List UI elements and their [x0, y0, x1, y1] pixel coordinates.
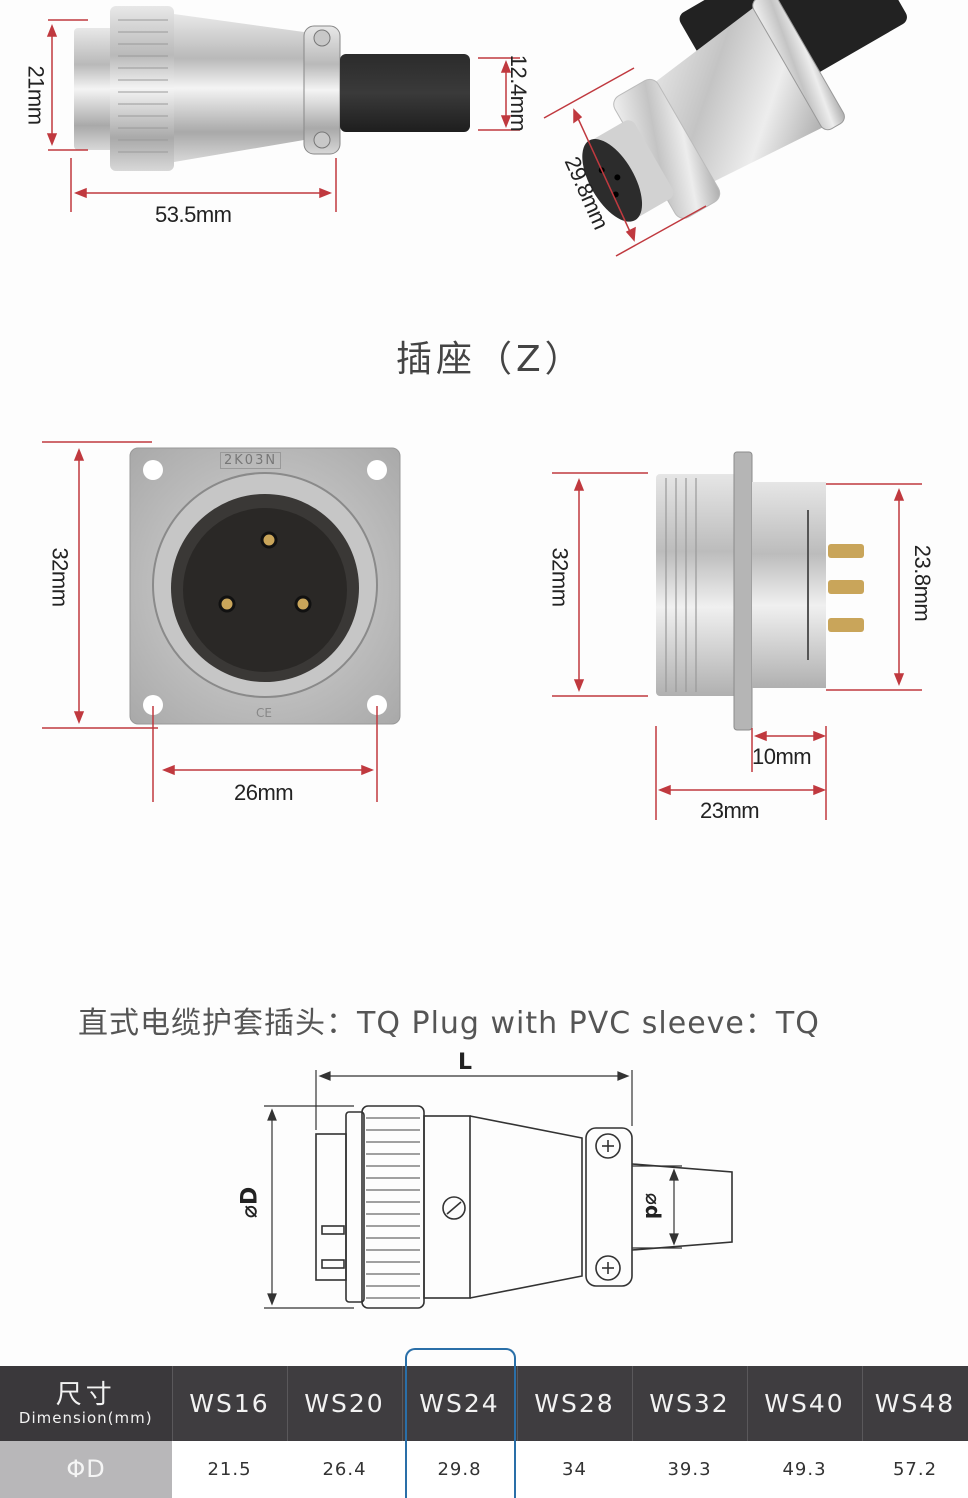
socket-front-view: 2K03N CE 32mm 26mm — [0, 430, 480, 830]
cable-diameter-label: 12.4mm — [506, 54, 532, 132]
column-header-ws32: WS32 — [632, 1366, 748, 1441]
dimension-table: 尺寸 Dimension(mm) WS16 WS20 WS24 WS28 WS3… — [0, 1366, 968, 1498]
outer-diameter-symbol: ⌀D — [237, 1186, 263, 1219]
rear-length-label: 10mm — [752, 744, 812, 769]
table-header-row: 尺寸 Dimension(mm) WS16 WS20 WS24 WS28 WS3… — [0, 1366, 968, 1441]
table-cell: 39.3 — [632, 1441, 747, 1498]
table-row: ΦD 21.5 26.4 29.8 34 39.3 49.3 57.2 — [0, 1441, 968, 1498]
socket-section-title: 插座（Z） — [396, 339, 585, 380]
dimension-header-cell: 尺寸 Dimension(mm) — [0, 1366, 173, 1441]
table-cell: 49.3 — [747, 1441, 862, 1498]
plug-side-illustration — [46, 6, 520, 212]
socket-side-height-label: 32mm — [547, 547, 573, 607]
column-header-ws48: WS48 — [862, 1366, 968, 1441]
table-cell: 29.8 — [402, 1441, 517, 1498]
plug-line-drawing: L ⌀D ⌀d — [230, 1050, 750, 1320]
column-header-ws16: WS16 — [172, 1366, 288, 1441]
column-header-ws40: WS40 — [747, 1366, 863, 1441]
plug-technical-drawing — [264, 1070, 733, 1309]
table-cell: 57.2 — [862, 1441, 968, 1498]
total-length-label: 23mm — [700, 798, 760, 823]
ce-mark: CE — [256, 706, 272, 720]
dimension-header-en: Dimension(mm) — [18, 1408, 153, 1427]
length-symbol: L — [458, 1050, 473, 1075]
socket-side-illustration — [552, 451, 922, 820]
cable-diameter-symbol: ⌀d — [641, 1192, 666, 1220]
flange-marking: 2K03N — [220, 452, 282, 469]
table-cell: 21.5 — [172, 1441, 287, 1498]
socket-front-illustration — [42, 441, 401, 802]
socket-side-view: 32mm 23.8mm 10mm 23mm — [530, 440, 950, 840]
plug-diameter-label: 21mm — [23, 65, 49, 125]
dimension-header-zh: 尺寸 — [55, 1379, 116, 1410]
plug-side-photo: 21mm 53.5mm — [0, 0, 520, 260]
column-header-ws24: WS24 — [402, 1366, 518, 1441]
table-cell: 26.4 — [287, 1441, 402, 1498]
plug-section-title: 直式电缆护套插头：TQ Plug with PVC sleeve：TQ — [78, 1006, 820, 1041]
column-header-ws28: WS28 — [517, 1366, 633, 1441]
plug-angled-photo: 12.4mm 29.8mm — [484, 0, 968, 270]
hole-spacing-label: 26mm — [234, 780, 294, 805]
socket-front-height-label: 32mm — [47, 547, 73, 607]
rear-diameter-label: 23.8mm — [910, 544, 936, 622]
column-header-ws20: WS20 — [287, 1366, 403, 1441]
plug-length-label: 53.5mm — [155, 202, 232, 227]
row-label-phi-d: ΦD — [0, 1441, 172, 1498]
table-cell: 34 — [517, 1441, 632, 1498]
plug-angled-illustration — [543, 0, 907, 257]
